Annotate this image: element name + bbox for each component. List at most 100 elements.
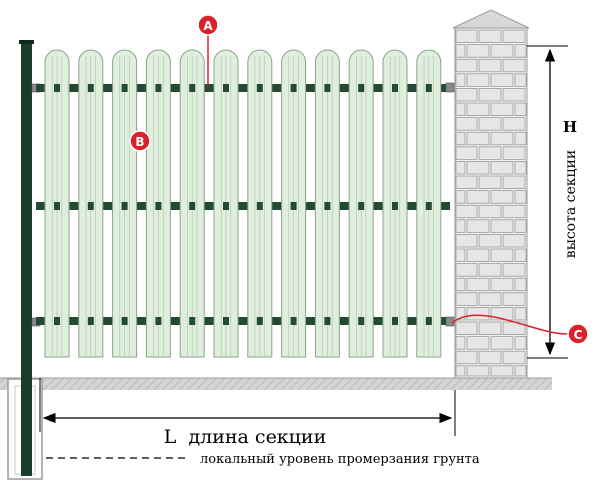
brick <box>502 233 526 248</box>
brick <box>455 365 466 377</box>
brick <box>478 117 502 131</box>
picket-screw <box>392 84 398 92</box>
brick <box>455 277 466 292</box>
brick <box>514 73 527 87</box>
picket-screw <box>54 84 60 92</box>
rail-1 <box>36 84 450 92</box>
metal-post <box>21 42 32 476</box>
brick-pillar <box>452 9 530 379</box>
brick <box>514 190 527 204</box>
picket-screw <box>189 202 196 210</box>
picket-screw <box>155 202 162 210</box>
brick <box>502 29 526 44</box>
pillar-bracket-top <box>445 82 455 93</box>
brick <box>478 204 502 219</box>
picket-screw <box>425 84 432 92</box>
brick <box>455 292 478 306</box>
brick <box>478 292 502 306</box>
picket-screw <box>358 317 365 325</box>
brick <box>466 306 490 321</box>
picket-screw <box>54 317 60 325</box>
brick <box>478 321 502 336</box>
brick <box>455 131 466 146</box>
brick <box>490 336 514 350</box>
brick <box>466 131 490 146</box>
picket-screw <box>358 84 365 92</box>
brick <box>478 58 502 73</box>
rail-3 <box>36 317 450 325</box>
brick <box>455 321 478 336</box>
brick <box>490 306 514 321</box>
picket-screw <box>324 84 331 92</box>
brick <box>502 292 526 306</box>
brick <box>478 233 502 248</box>
picket <box>78 49 104 358</box>
picket <box>416 49 442 358</box>
brick <box>478 175 502 190</box>
picket-screw <box>324 202 331 210</box>
brick <box>455 58 478 73</box>
brick <box>455 306 466 321</box>
brick <box>455 44 466 58</box>
frost-level-caption: локальный уровень промерзания грунта <box>200 452 480 467</box>
brick <box>478 146 502 160</box>
brick <box>514 44 527 58</box>
length-caption: L длина секции <box>164 426 326 448</box>
picket-screw <box>223 84 229 92</box>
picket <box>247 49 273 358</box>
brick <box>455 102 466 117</box>
brick <box>514 131 527 146</box>
marker-c-icon <box>567 323 589 345</box>
brick <box>466 248 490 263</box>
brick <box>502 350 526 365</box>
brick <box>490 160 514 175</box>
ground-strip <box>0 378 552 390</box>
brick <box>455 160 466 175</box>
rail-2 <box>36 202 450 210</box>
picket <box>213 49 239 358</box>
brick <box>502 146 526 160</box>
fence-pickets <box>44 49 442 358</box>
picket <box>281 49 307 358</box>
brick <box>466 102 490 117</box>
brick <box>490 131 514 146</box>
brick <box>455 175 478 190</box>
picket-screw <box>87 84 94 92</box>
brick <box>490 190 514 204</box>
marker-c-label: C <box>574 328 583 342</box>
picket-screw <box>425 202 432 210</box>
brick <box>455 204 478 219</box>
picket-screw <box>223 202 229 210</box>
brick <box>502 175 526 190</box>
brick <box>490 277 514 292</box>
horizontal-rails <box>36 84 450 325</box>
marker-b-icon <box>129 130 151 152</box>
brick <box>490 73 514 87</box>
brick <box>502 263 526 277</box>
brick <box>466 336 490 350</box>
brick <box>502 88 526 102</box>
picket <box>145 49 171 358</box>
brick <box>514 277 527 292</box>
picket-screw <box>155 84 162 92</box>
picket-screw <box>290 202 297 210</box>
brick <box>466 365 490 377</box>
brick <box>514 306 527 321</box>
brick <box>514 219 527 233</box>
picket-screw <box>87 317 94 325</box>
brick <box>490 248 514 263</box>
brick <box>478 29 502 44</box>
brick <box>514 336 527 350</box>
brick <box>455 73 466 87</box>
brick <box>466 190 490 204</box>
marker-a-icon <box>197 14 219 36</box>
marker-a-label: A <box>203 19 213 33</box>
picket-screw <box>189 84 196 92</box>
pillar-cap <box>452 9 530 29</box>
picket-screw <box>87 202 94 210</box>
brick <box>490 102 514 117</box>
brick <box>490 219 514 233</box>
picket-screw <box>121 317 128 325</box>
brick <box>466 160 490 175</box>
brick <box>455 219 466 233</box>
